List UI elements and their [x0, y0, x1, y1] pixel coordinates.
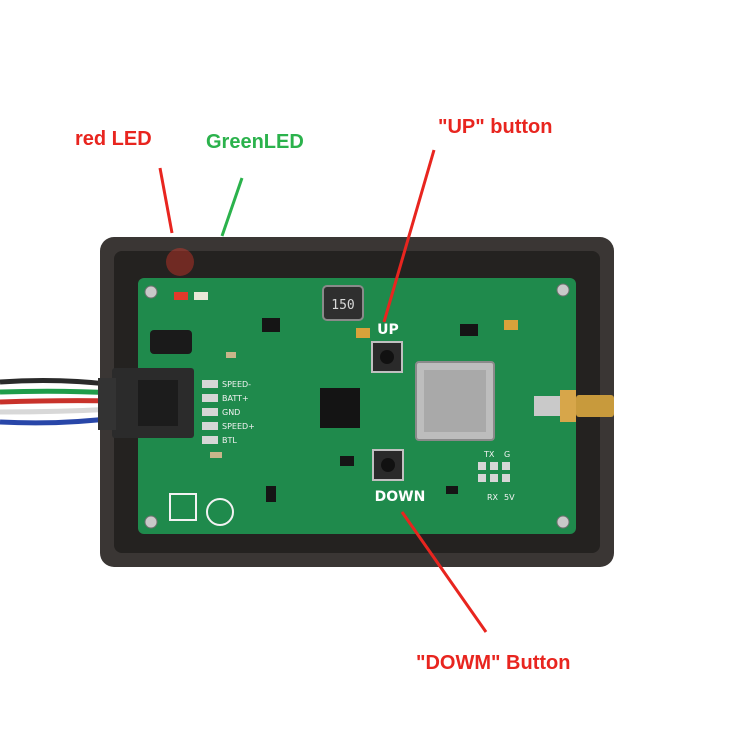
silk-5v: 5V: [504, 493, 515, 502]
mounting-screws: [144, 283, 570, 529]
cable-bundle: [0, 378, 116, 426]
header-label-speed-minus: SPEED-: [222, 380, 251, 389]
inductor-marking: 150: [331, 298, 354, 313]
inductor: 150: [322, 285, 364, 321]
serial-pins: [478, 462, 510, 482]
radio-module: [415, 361, 495, 441]
silk-up: UP: [377, 322, 399, 338]
microcontroller: [320, 388, 360, 428]
green-led-pointer: [220, 177, 244, 237]
green-led: [194, 292, 208, 300]
compliance-logos: [169, 493, 234, 526]
silk-down: DOWN: [375, 489, 426, 505]
header-label-btl: BTL: [222, 436, 237, 445]
wire-connector: [98, 368, 194, 438]
up-button-label: "UP" button: [438, 116, 553, 138]
red-led-pointer: [158, 167, 174, 234]
green-led-label: GreenLED: [206, 131, 304, 153]
red-led: [166, 248, 194, 300]
red-led-label: red LED: [75, 128, 152, 150]
silk-tx: TX: [483, 450, 495, 459]
header-pins: [202, 380, 218, 444]
up-button: [371, 341, 403, 373]
header-label-batt-plus: BATT+: [222, 394, 249, 403]
antenna-connector: [534, 390, 614, 422]
header-label-speed-plus: SPEED+: [222, 422, 255, 431]
silk-rx: RX: [487, 493, 499, 502]
smd-components: [210, 318, 518, 502]
up-button-pointer: [382, 149, 436, 323]
silk-g: G: [504, 450, 510, 459]
capacitor: [150, 330, 192, 354]
header-label-gnd: GND: [222, 408, 240, 417]
down-button-pointer: [400, 511, 488, 633]
down-button: [372, 449, 404, 481]
down-button-label: "DOWM" Button: [416, 652, 571, 674]
